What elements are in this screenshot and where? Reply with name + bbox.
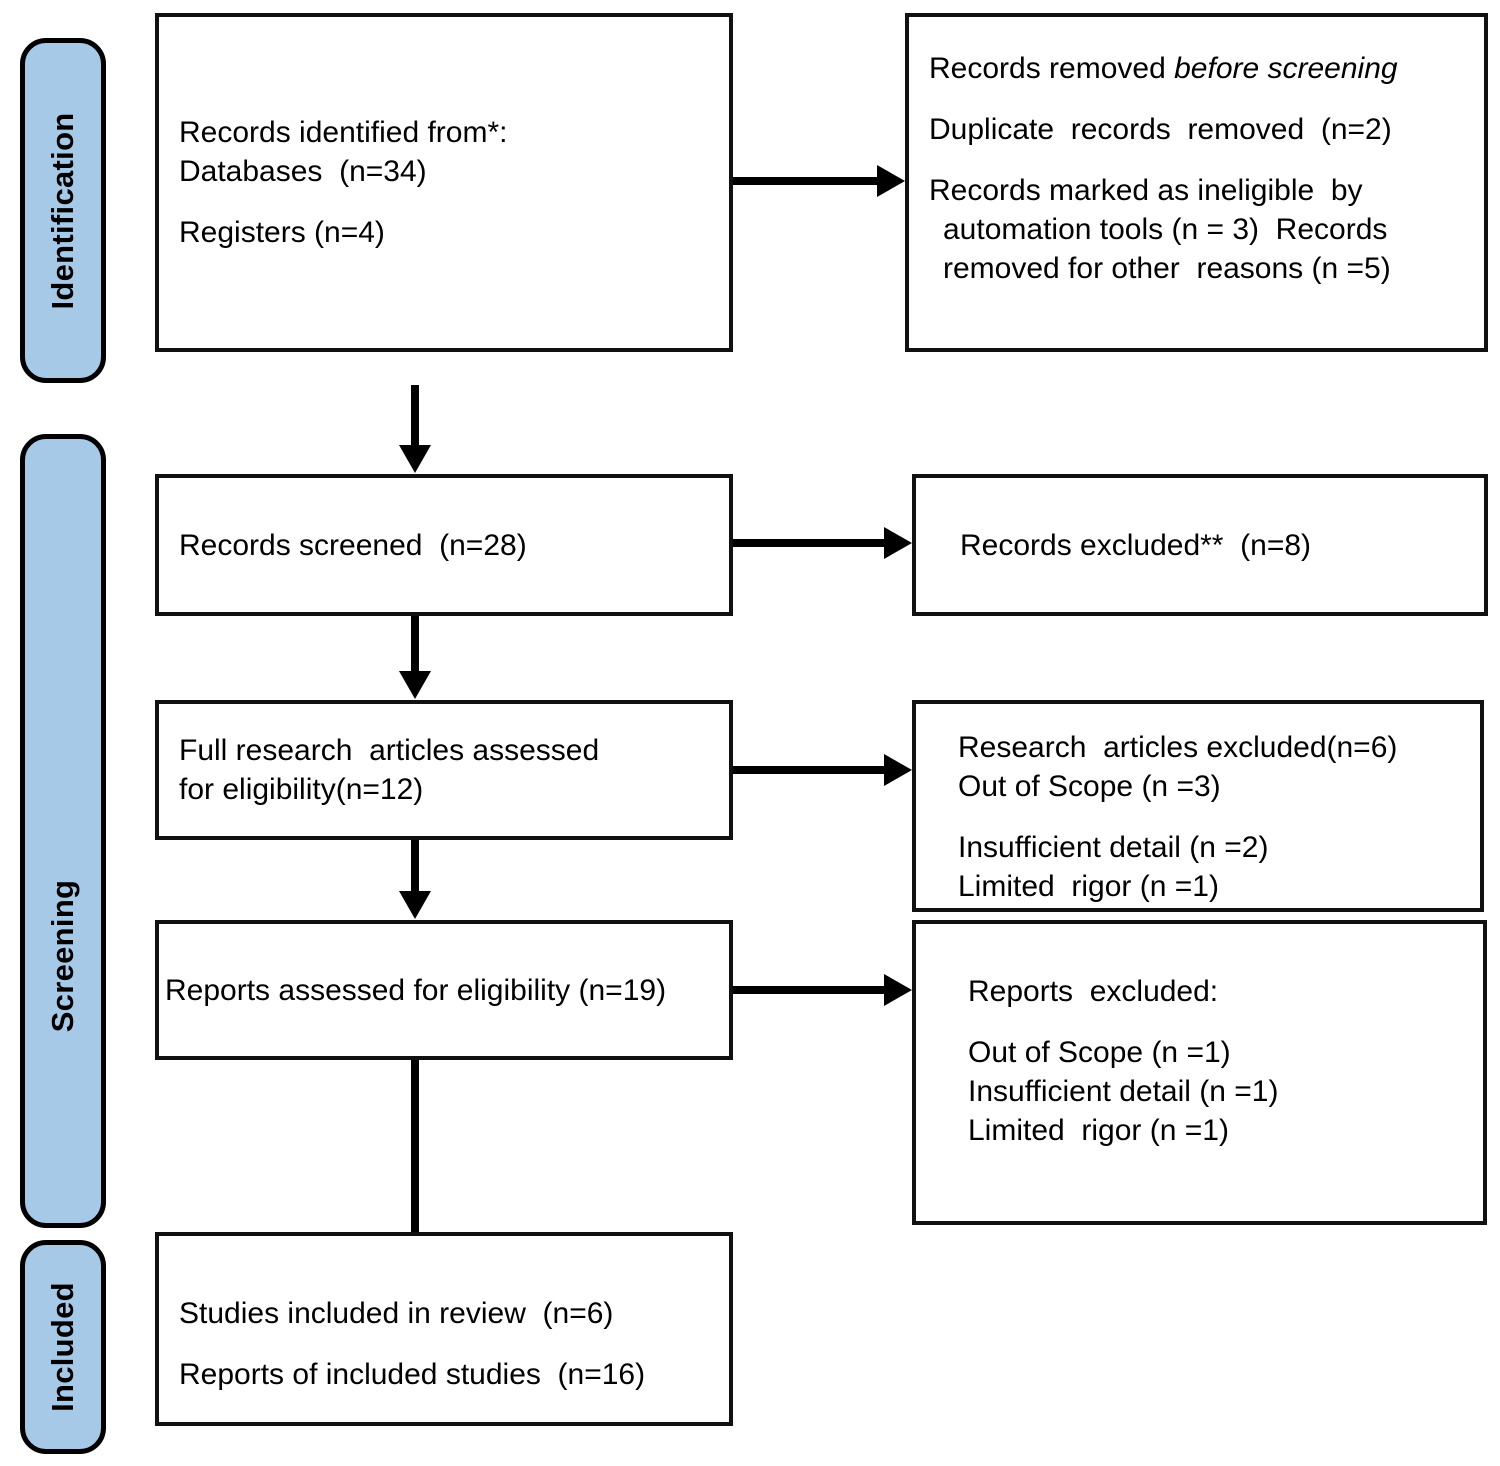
box-line: Insufficient detail (n =2) <box>958 831 1269 864</box>
box-research-articles-excluded-content: Research articles excluded(n=6) Out of S… <box>916 728 1480 906</box>
arrow-shaft <box>411 385 419 447</box>
arrow-head <box>399 891 431 919</box>
box-line: for eligibility(n=12) <box>179 773 424 806</box>
box-line: Duplicate records removed (n=2) <box>929 113 1392 146</box>
stage-bar-included-label: Included <box>45 1282 80 1412</box>
box-line: Records excluded** (n=8) <box>960 528 1312 562</box>
box-records-screened: Records screened (n=28) <box>155 474 733 616</box>
box-line: Full research articles assessed <box>179 734 600 767</box>
box-line: Limited rigor (n =1) <box>958 870 1219 903</box>
box-line: Records marked as ineligible by <box>929 174 1363 207</box>
box-records-identified-content: Records identified from*: Databases (n=3… <box>159 113 729 252</box>
box-line-spacer <box>929 149 1464 171</box>
box-line: removed for other reasons (n =5) <box>943 252 1391 285</box>
box-line: Reports assessed for eligibility (n=19) <box>165 973 667 1007</box>
box-line: Limited rigor (n =1) <box>968 1114 1229 1147</box>
box-line-spacer <box>929 88 1464 110</box>
box-line: Records screened (n=28) <box>179 528 527 562</box>
arrow-shaft <box>733 539 886 547</box>
box-line: Insufficient detail (n =1) <box>968 1075 1279 1108</box>
stage-bar-identification-label: Identification <box>45 111 80 310</box>
box-line-spacer <box>968 1011 1463 1033</box>
box-reports-excluded-content: Reports excluded: Out of Scope (n =1) In… <box>916 972 1483 1150</box>
arrow-head <box>877 165 905 197</box>
box-records-removed-before-screening: Records removed before screening Duplica… <box>905 13 1488 352</box>
box-line: Out of Scope (n =1) <box>968 1036 1231 1069</box>
arrow-head <box>884 527 912 559</box>
box-records-removed-content: Records removed before screening Duplica… <box>909 49 1484 288</box>
box-line: Research articles excluded(n=6) <box>958 731 1398 764</box>
box-studies-included-content: Studies included in review (n=6) Reports… <box>159 1294 729 1394</box>
box-full-articles-assessed: Full research articles assessed for elig… <box>155 700 733 840</box>
box-records-screened-content: Records screened (n=28) <box>159 526 729 565</box>
box-reports-assessed: Reports assessed for eligibility (n=19) <box>155 920 733 1060</box>
box-records-excluded: Records excluded** (n=8) <box>912 474 1488 616</box>
arrow-shaft <box>411 840 419 893</box>
box-line: Registers (n=4) <box>179 216 385 249</box>
arrow-shaft <box>411 1060 419 1275</box>
box-line-spacer <box>179 191 709 213</box>
box-line-spacer <box>179 1333 709 1355</box>
arrow-shaft <box>733 177 879 185</box>
box-full-articles-content: Full research articles assessed for elig… <box>159 731 729 809</box>
box-line: Databases (n=34) <box>179 155 427 188</box>
box-line: Reports of included studies (n=16) <box>179 1358 646 1391</box>
box-line: Studies included in review (n=6) <box>179 1297 614 1330</box>
box-line: automation tools (n = 3) Records <box>943 213 1388 246</box>
records-removed-emphasis: before screening <box>1174 52 1398 85</box>
arrow-head <box>884 974 912 1006</box>
arrow-shaft <box>733 766 886 774</box>
box-reports-excluded: Reports excluded: Out of Scope (n =1) In… <box>912 920 1487 1225</box>
stage-bar-included: Included <box>20 1240 106 1454</box>
stage-bar-identification: Identification <box>20 38 106 383</box>
arrow-head <box>399 671 431 699</box>
box-line-spacer <box>958 806 1460 828</box>
box-records-identified: Records identified from*: Databases (n=3… <box>155 13 733 352</box>
records-removed-prefix: Records removed <box>929 52 1175 85</box>
arrow-head <box>884 754 912 786</box>
box-line: Out of Scope (n =3) <box>958 770 1221 803</box>
box-studies-included: Studies included in review (n=6) Reports… <box>155 1232 733 1426</box>
arrow-shaft <box>733 986 886 994</box>
arrow-shaft <box>411 616 419 673</box>
stage-bar-screening: Screening <box>20 434 106 1228</box>
box-records-excluded-content: Records excluded** (n=8) <box>916 526 1484 565</box>
box-line: Reports excluded: <box>968 975 1219 1008</box>
stage-bar-screening-label: Screening <box>45 880 80 1033</box>
box-reports-assessed-content: Reports assessed for eligibility (n=19) <box>159 971 729 1010</box>
arrow-head <box>399 445 431 473</box>
box-research-articles-excluded: Research articles excluded(n=6) Out of S… <box>912 700 1484 912</box>
box-line: Records identified from*: <box>179 116 508 149</box>
box-line-records-removed-heading: Records removed before screening <box>929 49 1464 88</box>
